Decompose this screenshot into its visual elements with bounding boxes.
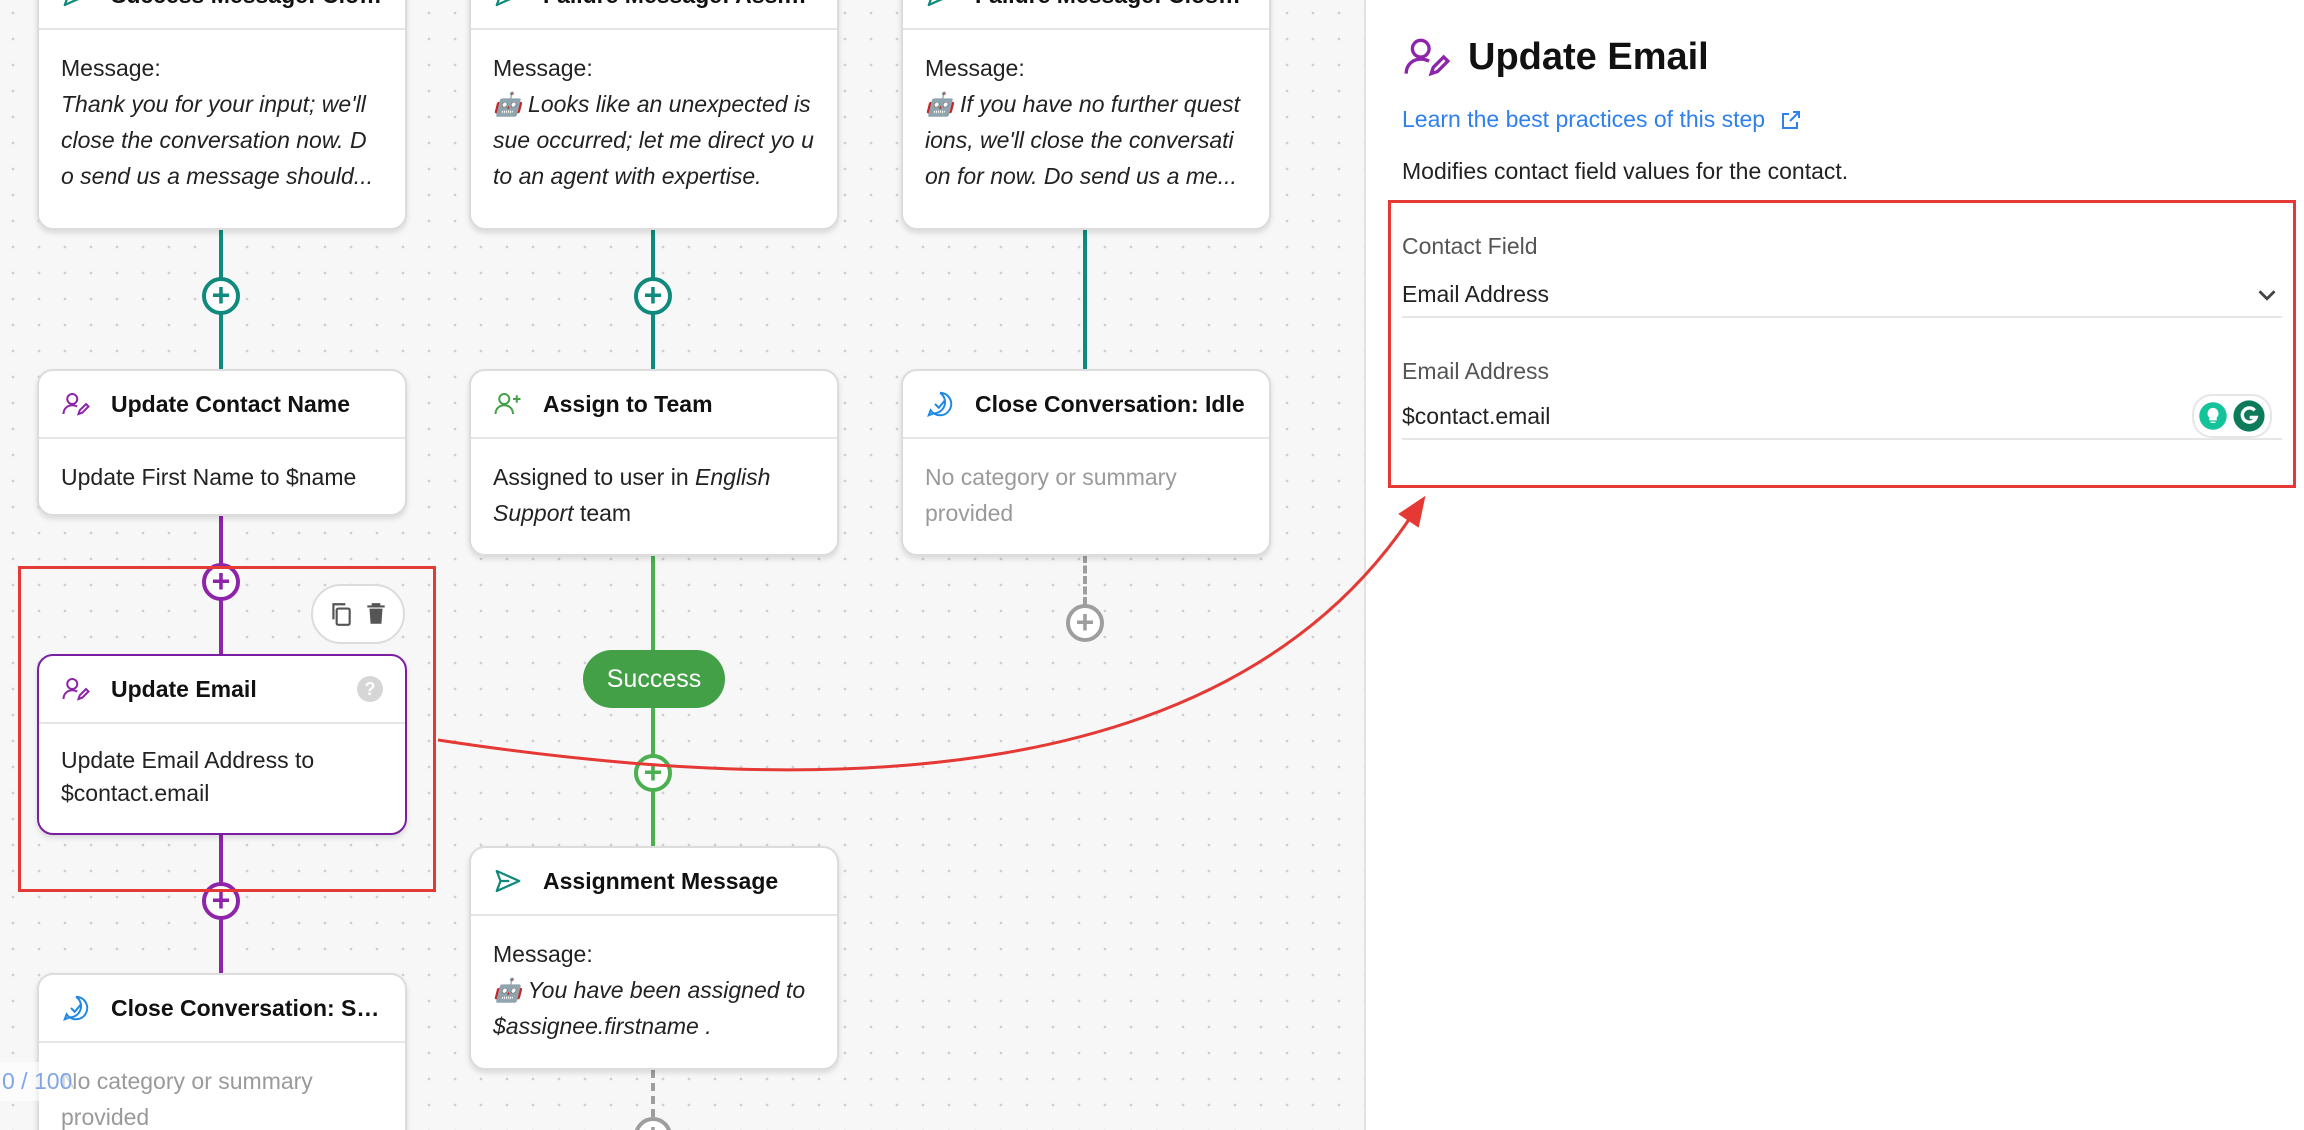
send-icon — [495, 0, 511, 7]
node-title: Assignment Message — [543, 867, 779, 894]
best-practices-link[interactable]: Learn the best practices of this step — [1402, 106, 1803, 133]
node-title: Update Contact Name — [111, 390, 350, 417]
node-assign-team[interactable]: Assign to Team Assigned to user in Engli… — [469, 369, 839, 556]
add-step-button[interactable]: + — [634, 277, 672, 315]
node-failure-close[interactable]: Failure Message: Close ... Message: 🤖 If… — [901, 0, 1271, 230]
node-title: Failure Message: Close ... — [975, 0, 1247, 9]
connector-line — [1083, 230, 1087, 370]
contact-edit-icon — [1404, 38, 1451, 77]
send-icon — [63, 0, 79, 7]
node-close-idle[interactable]: Close Conversation: Idle No category or … — [901, 369, 1271, 556]
node-title: Close Conversation: Suc... — [111, 994, 383, 1021]
node-title: Failure Message: Assign... — [543, 0, 815, 9]
character-counter: 0 / 100 — [0, 1062, 75, 1101]
panel-title: Update Email — [1468, 35, 1709, 78]
add-step-button[interactable]: + — [202, 277, 240, 315]
add-step-button[interactable]: + — [634, 754, 672, 792]
step-description: Modifies contact field values for the co… — [1402, 158, 1849, 184]
lightbulb-icon[interactable] — [2198, 401, 2228, 431]
node-summary-suffix: team — [573, 500, 632, 526]
add-step-button[interactable]: + — [202, 882, 240, 920]
node-close-success[interactable]: Close Conversation: Suc... No category o… — [37, 973, 407, 1130]
grammarly-icon[interactable] — [2232, 399, 2266, 433]
message-text: Thank you for your input; we'll close th… — [61, 91, 373, 189]
contact-edit-icon — [62, 678, 90, 701]
node-summary: Update First Name to $name — [61, 464, 357, 490]
copy-icon[interactable] — [328, 600, 354, 628]
message-label: Message: — [493, 941, 593, 967]
node-title: Close Conversation: Idle — [975, 390, 1245, 417]
properties-panel: Update Email Learn the best practices of… — [1366, 0, 2304, 1130]
external-link-icon[interactable] — [1779, 108, 1803, 132]
person-add-icon — [494, 393, 521, 415]
node-success-message[interactable]: Success Message: Clos... Message: Thank … — [37, 0, 407, 230]
node-title: Success Message: Clos... — [111, 0, 383, 9]
check-chat-icon — [927, 391, 953, 417]
contact-edit-icon — [62, 393, 90, 416]
node-summary-prefix: Assigned to user in — [493, 464, 696, 490]
trash-icon[interactable] — [363, 600, 389, 628]
add-step-button[interactable]: + — [1066, 604, 1104, 642]
contact-field-value: Email Address — [1402, 280, 1550, 307]
send-icon — [927, 0, 943, 7]
panel-header: Update Email — [1402, 32, 1709, 82]
best-practices-link-text[interactable]: Learn the best practices of this step — [1402, 106, 1766, 132]
node-update-contact-name[interactable]: Update Contact Name Update First Name to… — [37, 369, 407, 516]
success-branch-label: Success — [583, 650, 725, 708]
contact-field-select[interactable]: Email Address — [1402, 272, 2282, 318]
message-label: Message: — [493, 55, 593, 81]
message-label: Message: — [61, 55, 161, 81]
message-text: 🤖 You have been assigned to $assignee.fi… — [493, 977, 806, 1039]
node-toolbar — [311, 584, 405, 644]
email-address-label: Email Address — [1402, 358, 1550, 384]
node-title: Assign to Team — [543, 390, 713, 417]
node-update-email[interactable]: Update Email ? Update Email Address to $… — [37, 654, 407, 835]
node-summary: No category or summary provided — [925, 464, 1177, 526]
node-summary: No category or summary provided — [61, 1068, 313, 1130]
node-assignment-message[interactable]: Assignment Message Message: 🤖 You have b… — [469, 846, 839, 1070]
email-address-value: $contact.email — [1402, 402, 1551, 429]
send-icon — [495, 869, 521, 893]
node-title: Update Email — [111, 675, 257, 702]
add-step-button[interactable]: + — [202, 563, 240, 601]
message-text: 🤖 If you have no further quest ions, we'… — [925, 91, 1241, 189]
connector-line — [651, 1070, 655, 1130]
chevron-down-icon[interactable] — [2252, 280, 2282, 310]
flow-canvas[interactable]: + + + + + + + Success Message: Clos... M… — [0, 0, 1364, 1130]
node-summary: Update Email Address to $contact.email — [61, 747, 315, 806]
message-label: Message: — [925, 55, 1025, 81]
grammarly-widget[interactable] — [2192, 394, 2272, 438]
message-text: 🤖 Looks like an unexpected is sue occurr… — [493, 91, 814, 189]
check-chat-icon — [63, 995, 89, 1021]
contact-field-label: Contact Field — [1402, 233, 1538, 259]
connector-line — [1083, 555, 1087, 605]
email-address-input[interactable]: $contact.email — [1402, 394, 2282, 440]
help-icon[interactable]: ? — [357, 676, 383, 702]
team-name: English Support — [493, 464, 771, 526]
add-step-button[interactable]: + — [634, 1117, 672, 1130]
node-failure-assign[interactable]: Failure Message: Assign... Message: 🤖 Lo… — [469, 0, 839, 230]
